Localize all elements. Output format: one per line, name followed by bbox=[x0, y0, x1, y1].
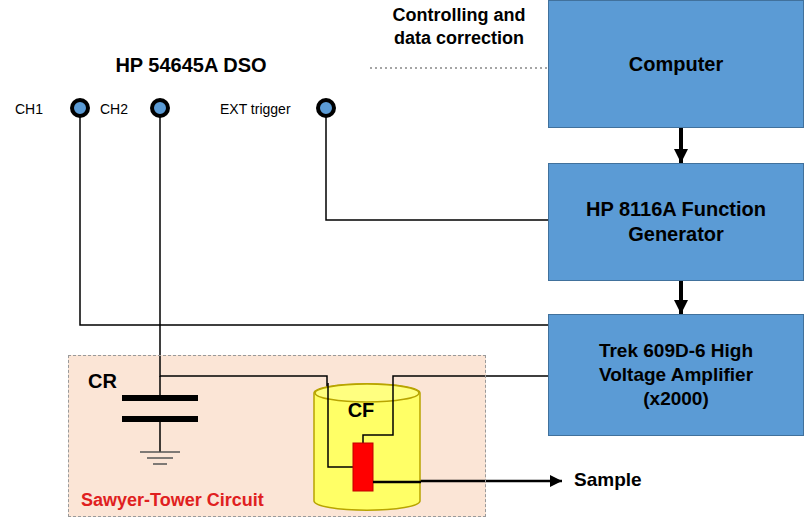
capacitor-label: CF bbox=[348, 399, 375, 421]
capacitor-plate bbox=[122, 395, 198, 401]
flow-arrow bbox=[679, 128, 683, 163]
signal-wire bbox=[370, 67, 548, 69]
signal-wire bbox=[326, 132, 548, 220]
sample-leader bbox=[420, 480, 562, 483]
device-name: Computer bbox=[629, 52, 723, 77]
generator-box: HP 8116A Function Generator bbox=[548, 163, 804, 281]
edge-label: Controlling and data correction bbox=[371, 4, 547, 51]
signal-wire bbox=[80, 132, 548, 325]
oscilloscope-box: HP 54645A DSO CH1 CH2 EXT trigger bbox=[12, 0, 370, 132]
region-title: Sawyer-Tower Circuit bbox=[81, 490, 264, 510]
ch2-wire bbox=[160, 132, 327, 400]
computer-box: Computer bbox=[548, 0, 804, 128]
sample-capacitor: CF bbox=[313, 383, 421, 511]
capacitor-label: CR bbox=[88, 370, 117, 392]
ground-symbol bbox=[153, 463, 167, 465]
channel-label: CH2 bbox=[100, 101, 128, 117]
signal-wire bbox=[393, 376, 548, 383]
amplifier-box: Trek 609D-6 High Voltage Amplifier (x200… bbox=[548, 314, 804, 436]
channel-label: CH1 bbox=[15, 101, 43, 117]
capacitor-lead bbox=[159, 376, 161, 398]
trigger-label: EXT trigger bbox=[220, 101, 291, 117]
flow-arrow bbox=[679, 281, 683, 314]
region-ground bbox=[68, 355, 486, 517]
capacitor-lead bbox=[159, 419, 161, 452]
device-name: HP 8116A Function Generator bbox=[566, 197, 786, 247]
ground-symbol bbox=[147, 457, 173, 459]
device-name: HP 54645A DSO bbox=[115, 54, 266, 76]
sample-label: Sample bbox=[574, 469, 642, 490]
ground-symbol bbox=[140, 451, 180, 453]
device-name: Trek 609D-6 High Voltage Amplifier (x200… bbox=[576, 339, 776, 410]
circuit-region: Sawyer-Tower Circuit CF bbox=[68, 355, 486, 517]
